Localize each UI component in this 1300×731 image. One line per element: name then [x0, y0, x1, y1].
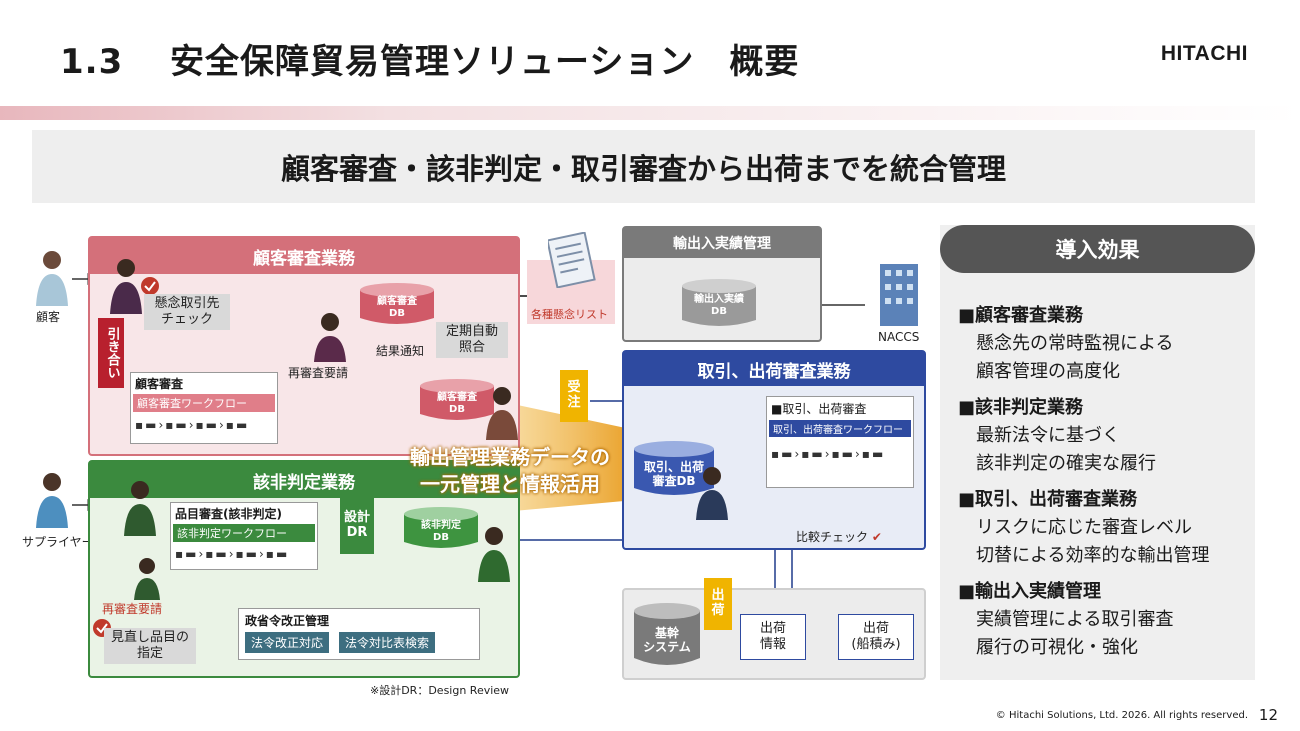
staff-icon-4 — [124, 481, 156, 536]
effect-item: ■輸出入実績管理 実績管理による取引審査 履行の可視化・強化 — [958, 578, 1250, 662]
transaction-review-title: ■取引、出荷審査 — [771, 402, 867, 416]
central-line-1: 輸出管理業務データの — [410, 445, 610, 469]
supplier-label: サプライヤー — [22, 535, 94, 549]
law-management-box: 政省令改正管理 法令改正対応 法令対比表検索 — [238, 608, 480, 660]
customer-workflow-label: 顧客審査ワークフロー — [133, 394, 275, 412]
effect-line: 実績管理による取引審査 — [976, 609, 1174, 630]
transaction-title: 取引、出荷審査業務 — [624, 352, 924, 386]
classification-db-label: 該非判定 DB — [421, 520, 461, 543]
effect-line: リスクに応じた審査レベル — [976, 517, 1192, 538]
transaction-db-label: 取引、出荷 審査DB — [643, 460, 704, 489]
effects-list: ■顧客審査業務 懸念先の常時監視による 顧客管理の高度化 ■該非判定業務 最新法… — [958, 302, 1250, 662]
item-review-box: 品目審査(該非判定) 該非判定ワークフロー ▪▬›▪▬›▪▬›▪▬ — [170, 502, 318, 570]
customer-review-title: 顧客審査業務 — [90, 238, 518, 274]
compare-check-label: 比較チェック ✔ — [796, 528, 882, 545]
staff-icon-2 — [314, 313, 346, 362]
transaction-db: 取引、出荷 審査DB — [632, 440, 716, 498]
shipping-loading-box: 出荷 (船積み) — [838, 614, 914, 660]
class-rereview-label: 再審査要請 — [102, 602, 163, 616]
effect-head: ■該非判定業務 — [958, 397, 1084, 418]
supplier-person-icon — [36, 473, 68, 528]
core-system-label: 基幹 システム — [643, 626, 691, 655]
page-number: 12 — [1258, 706, 1278, 724]
classification-title: 該非判定業務 — [90, 462, 518, 498]
hitachi-logo: HITACHI — [1160, 42, 1248, 65]
effect-item: ■取引、出荷審査業務 リスクに応じた審査レベル 切替による効率的な輸出管理 — [958, 486, 1250, 570]
effect-line: 顧客管理の高度化 — [976, 361, 1120, 382]
trade-record-db: 輸出入実績 DB — [680, 278, 758, 326]
central-line-2: 一元管理と情報活用 — [420, 472, 600, 496]
effect-line: 該非判定の確実な履行 — [976, 453, 1156, 474]
effect-head: ■取引、出荷審査業務 — [958, 489, 1138, 510]
staff-icon-7 — [696, 467, 728, 520]
copyright: © Hitachi Solutions, Ltd. 2026. All righ… — [995, 710, 1248, 721]
review-items-box: 見直し品目の 指定 — [104, 628, 196, 664]
law-revision-button[interactable]: 法令改正対応 — [245, 632, 330, 653]
shipping-info-box: 出荷 情報 — [740, 614, 806, 660]
staff-icon-3 — [486, 387, 518, 440]
result-notify-label: 結果通知 — [376, 344, 425, 358]
law-compare-button[interactable]: 法令対比表検索 — [339, 632, 436, 653]
footnote: ※設計DR：Design Review — [370, 684, 510, 697]
effect-line: 懸念先の常時監視による — [976, 333, 1174, 354]
check-badge-icon — [141, 277, 159, 295]
effect-item: ■顧客審査業務 懸念先の常時監視による 顧客管理の高度化 — [958, 302, 1250, 386]
effect-head: ■顧客審査業務 — [958, 305, 1084, 326]
effect-item: ■該非判定業務 最新法令に基づく 該非判定の確実な履行 — [958, 394, 1250, 478]
design-dr-tag: 設計 DR — [340, 498, 374, 554]
law-title: 政省令改正管理 — [245, 614, 330, 628]
naccs-building-icon — [880, 264, 918, 326]
trade-record-db-label: 輸出入実績 DB — [694, 294, 744, 317]
watchlist-label: 各種懸念リスト — [531, 308, 608, 321]
effect-line: 最新法令に基づく — [976, 425, 1120, 446]
classification-db: 該非判定 DB — [402, 506, 480, 550]
naccs-label: NACCS — [878, 330, 920, 344]
document-icon — [548, 232, 596, 288]
rereview-request-label: 再審査要請 — [288, 366, 349, 380]
customer-db-2: 顧客審査 DB — [418, 378, 496, 422]
workflow-steps-icon: ▪▬›▪▬›▪▬›▪▬ — [135, 418, 250, 432]
effect-head: ■輸出入実績管理 — [958, 581, 1102, 602]
compare-check-text: 比較チェック — [796, 530, 869, 544]
trade-record-title: 輸出入実績管理 — [624, 228, 820, 258]
transaction-workflow-label: 取引、出荷審査ワークフロー — [769, 420, 911, 437]
classification-workflow-label: 該非判定ワークフロー — [173, 524, 315, 542]
item-review-title: 品目審査(該非判定) — [175, 507, 282, 521]
concern-check-box: 懸念取引先 チェック — [144, 294, 230, 330]
customer-workflow-box: 顧客審査 顧客審査ワークフロー ▪▬›▪▬›▪▬›▪▬ — [130, 372, 278, 444]
customer-db-1: 顧客審査 DB — [358, 282, 436, 326]
staff-icon-1 — [110, 259, 142, 314]
periodic-match-box: 定期自動 照合 — [436, 322, 508, 358]
customer-label: 顧客 — [36, 310, 61, 324]
central-message: 輸出管理業務データの 一元管理と情報活用 — [394, 444, 626, 498]
title-text: 安全保障貿易管理ソリューション 概要 — [170, 42, 800, 82]
section-number: 1.3 — [60, 42, 124, 82]
staff-icon-5 — [478, 527, 510, 582]
workflow-steps-icon-3: ▪▬›▪▬›▪▬›▪▬ — [771, 447, 886, 461]
core-system-db: 基幹 システム — [632, 602, 702, 668]
check-mark-icon: ✔ — [871, 530, 882, 544]
customer-workflow-title: 顧客審査 — [135, 377, 184, 391]
page-title: 1.3 安全保障貿易管理ソリューション 概要 — [60, 34, 799, 83]
header-rule — [0, 106, 1300, 120]
order-tag: 受 注 — [560, 370, 588, 422]
inquiry-tag: 引き合い — [98, 318, 124, 388]
effects-title: 導入効果 — [940, 225, 1255, 273]
shipping-tag: 出 荷 — [704, 578, 732, 630]
effect-line: 履行の可視化・強化 — [976, 637, 1138, 658]
effect-line: 切替による効率的な輸出管理 — [976, 545, 1210, 566]
customer-person-icon — [36, 251, 68, 306]
transaction-review-box: ■取引、出荷審査 取引、出荷審査ワークフロー ▪▬›▪▬›▪▬›▪▬ — [766, 396, 914, 488]
workflow-steps-icon-2: ▪▬›▪▬›▪▬›▪▬ — [175, 547, 290, 561]
effects-panel — [940, 225, 1255, 680]
banner: 顧客審査・該非判定・取引審査から出荷までを統合管理 — [32, 130, 1255, 203]
customer-db-2-label: 顧客審査 DB — [437, 392, 477, 415]
customer-db-1-label: 顧客審査 DB — [377, 296, 417, 319]
staff-icon-6 — [134, 558, 160, 600]
